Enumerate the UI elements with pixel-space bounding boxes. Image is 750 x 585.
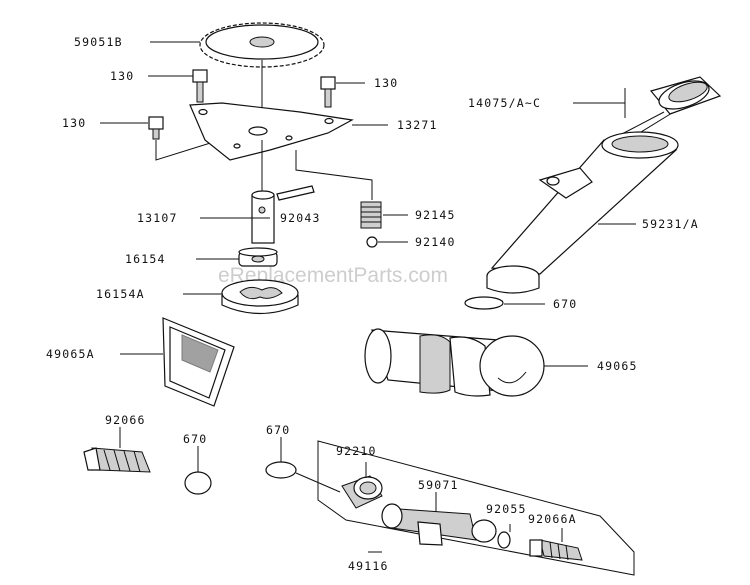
fitting-part[interactable] xyxy=(341,475,383,509)
gear-part[interactable] xyxy=(199,22,325,68)
pipe-part[interactable] xyxy=(381,503,497,546)
label-130-c: 130 xyxy=(62,116,86,130)
label-59071: 59071 xyxy=(418,478,459,492)
oil-strainer-part[interactable] xyxy=(162,317,235,407)
o-ring-part-left[interactable] xyxy=(184,471,212,495)
assembly-frame xyxy=(317,440,635,576)
cover-plate-part[interactable] xyxy=(189,102,354,161)
label-92145: 92145 xyxy=(415,208,456,222)
bolt-part-left-top[interactable] xyxy=(192,69,208,103)
label-130-a: 130 xyxy=(110,69,134,83)
label-16154a: 16154A xyxy=(96,287,145,301)
spring-part[interactable] xyxy=(360,201,382,229)
label-92140: 92140 xyxy=(415,235,456,249)
oil-filler-tube-part[interactable] xyxy=(486,131,679,294)
oil-filler-cap-part[interactable] xyxy=(619,76,722,141)
label-13107: 13107 xyxy=(137,211,178,225)
oil-filter-part[interactable] xyxy=(364,328,545,397)
washer-part[interactable] xyxy=(497,531,511,549)
label-14075: 14075/A~C xyxy=(468,96,541,110)
label-92210: 92210 xyxy=(336,444,377,458)
label-670-b: 670 xyxy=(183,432,207,446)
inner-rotor-part[interactable] xyxy=(238,247,278,267)
drain-plug-part-a[interactable] xyxy=(529,539,583,561)
label-49065: 49065 xyxy=(597,359,638,373)
label-59231: 59231/A xyxy=(642,217,699,231)
o-ring-part-middle[interactable] xyxy=(265,461,297,479)
pin-part[interactable] xyxy=(276,185,315,201)
label-670-a: 670 xyxy=(553,297,577,311)
label-92043: 92043 xyxy=(280,211,321,225)
o-ring-part-tube[interactable] xyxy=(464,296,504,310)
outer-rotor-part[interactable] xyxy=(221,279,299,314)
label-92066a: 92066A xyxy=(528,512,577,526)
ball-part[interactable] xyxy=(366,236,378,248)
shaft-part[interactable] xyxy=(251,190,275,244)
label-16154: 16154 xyxy=(125,252,166,266)
drain-plug-part[interactable] xyxy=(83,447,151,473)
bolt-part-right[interactable] xyxy=(320,76,336,108)
label-49116: 49116 xyxy=(348,559,389,573)
label-13271: 13271 xyxy=(397,118,438,132)
label-92055: 92055 xyxy=(486,502,527,516)
bolt-part-left-bottom[interactable] xyxy=(148,116,164,140)
label-49065a: 49065A xyxy=(46,347,95,361)
label-92066: 92066 xyxy=(105,413,146,427)
label-59051b: 59051B xyxy=(74,35,123,49)
label-130-b: 130 xyxy=(374,76,398,90)
label-670-c: 670 xyxy=(266,423,290,437)
